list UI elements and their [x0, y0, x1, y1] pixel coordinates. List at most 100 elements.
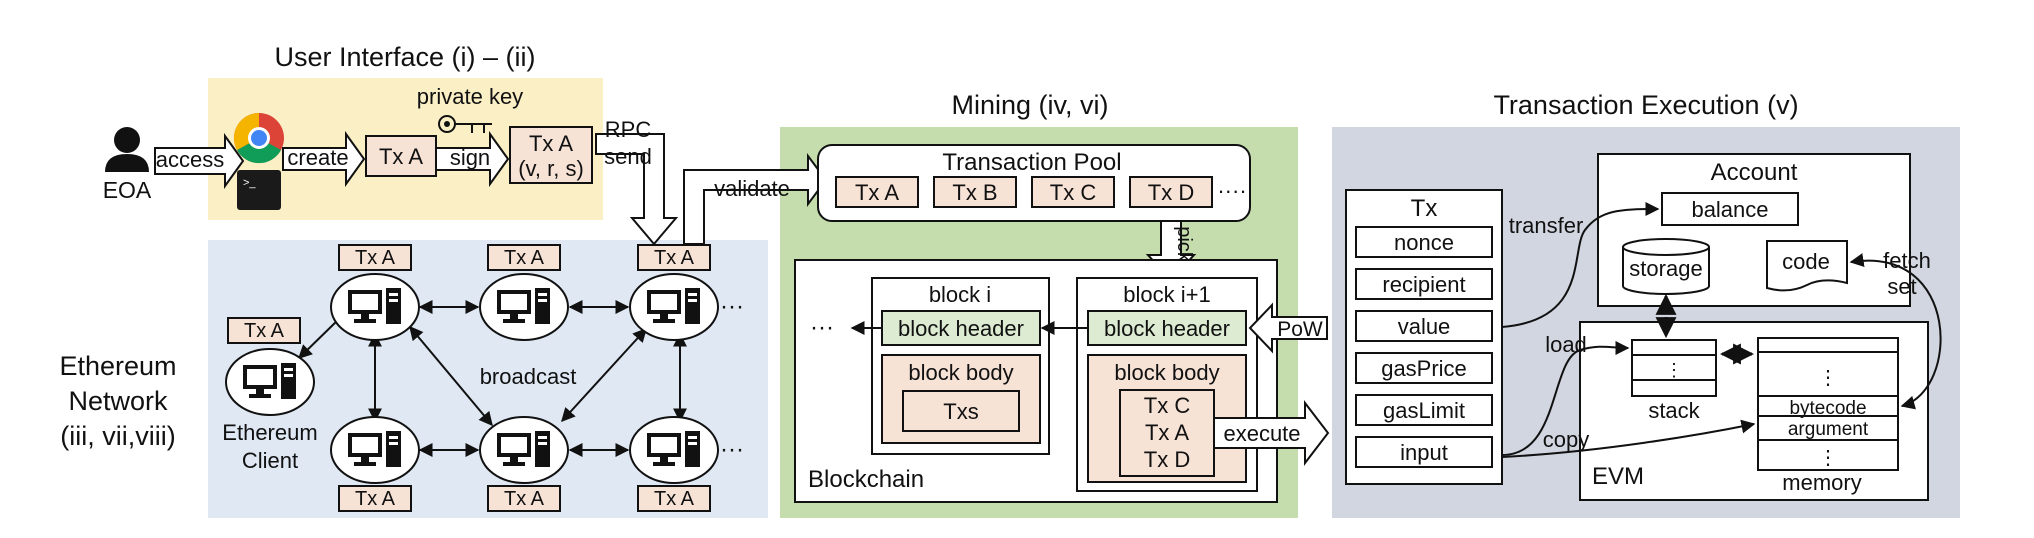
block-i1-txs	[1119, 389, 1215, 477]
block-i-txs-label: Txs	[943, 399, 978, 424]
node-tx-a-box	[487, 244, 561, 271]
browser-icon	[233, 112, 284, 164]
validate-label: validate	[714, 176, 790, 201]
pool-tx-c-label: Tx C	[1050, 180, 1097, 205]
block-i1-header-label: block header	[1104, 316, 1230, 341]
eoa-label: EOA	[103, 177, 152, 203]
account-title: Account	[1711, 159, 1798, 186]
pool-tx-b-label: Tx B	[952, 180, 997, 205]
storage-label: storage	[1629, 256, 1702, 281]
sign-arrow	[435, 130, 510, 188]
network-node: Tx A	[629, 244, 719, 341]
pow-arrow	[1248, 302, 1328, 354]
private-key-label: private key	[417, 84, 523, 109]
computer-icon	[647, 288, 700, 324]
pool-tx-a-label: Tx A	[855, 180, 899, 205]
network-links	[297, 300, 687, 457]
execution-section-title: Transaction Execution (v)	[1493, 90, 1798, 120]
node-tx-a-label: Tx A	[244, 320, 285, 342]
block-i1-body-label: block body	[1114, 360, 1219, 385]
node-tx-a-label: Tx A	[504, 488, 545, 510]
eoa-person-icon	[105, 127, 149, 172]
network-node: Tx A	[479, 244, 569, 341]
pool-more: ····	[1217, 178, 1246, 203]
tx-field-gaslimit-label: gasLimit	[1383, 398, 1465, 423]
chain-previous-ellipsis: ···	[810, 314, 834, 341]
transfer-label: transfer	[1509, 213, 1584, 238]
pool-tx-c	[1031, 176, 1115, 208]
code-box	[1766, 240, 1848, 292]
evm-label: EVM	[1592, 463, 1644, 490]
block-i-title: block i	[929, 282, 991, 307]
block-tx-c: Tx C	[1144, 393, 1191, 418]
computer-icon	[243, 363, 296, 399]
block-i1-header	[1087, 310, 1247, 346]
blockchain-label: Blockchain	[808, 466, 924, 493]
signed-tx-box	[509, 126, 593, 184]
node-tx-a-label: Tx A	[355, 247, 396, 269]
tx-field-gasprice-label: gasPrice	[1381, 356, 1467, 381]
memory-label: memory	[1782, 470, 1861, 495]
bytecode-label: bytecode	[1789, 398, 1866, 419]
pow-label: PoW	[1277, 318, 1323, 341]
fetch-label: fetch	[1883, 248, 1931, 273]
signed-tx-label: Tx A	[529, 131, 573, 156]
access-label: access	[156, 147, 224, 172]
transaction-pool-title: Transaction Pool	[942, 149, 1121, 176]
tx-field-input-box	[1355, 436, 1493, 468]
access-arrow	[154, 132, 245, 190]
signature-label: (v, r, s)	[518, 156, 584, 181]
pick-label: pick	[1173, 226, 1195, 263]
tx-field-gasprice-box	[1355, 352, 1493, 384]
computer-icon	[647, 431, 700, 467]
tx-field-gaslimit-box	[1355, 394, 1493, 426]
pool-tx-d-label: Tx D	[1148, 180, 1194, 205]
block-i-header	[881, 310, 1041, 346]
tx-field-value-label: value	[1398, 314, 1451, 339]
computer-icon	[348, 431, 401, 467]
node-tx-a-label: Tx A	[355, 488, 396, 510]
execute-arrow	[1213, 400, 1330, 466]
tx-field-nonce-box	[1355, 226, 1493, 258]
execute-label: execute	[1223, 421, 1300, 446]
network-node: Tx A	[629, 416, 719, 512]
block-i-txs	[902, 390, 1020, 432]
memory-dots-bottom: ⋮	[1818, 447, 1838, 469]
balance-label: balance	[1691, 197, 1768, 222]
load-label: load	[1545, 332, 1587, 357]
stack-label: stack	[1648, 398, 1700, 423]
block-i-header-label: block header	[898, 316, 1024, 341]
node-tx-a-box	[227, 317, 301, 344]
set-label: set	[1887, 274, 1916, 299]
pool-tx-a	[835, 176, 919, 208]
node-tx-a-box	[637, 244, 711, 271]
node-tx-a-label: Tx A	[654, 488, 695, 510]
block-tx-d: Tx D	[1144, 447, 1190, 472]
network-section-title-line1: Ethereum	[59, 351, 176, 381]
tx-panel-title: Tx	[1411, 195, 1438, 222]
sign-label: sign	[450, 145, 490, 170]
terminal-icon: >_	[237, 170, 281, 210]
network-node: Tx A	[330, 416, 420, 512]
rpc-send-arrow	[595, 133, 679, 246]
send-label: send	[604, 144, 652, 169]
tx-field-input-label: input	[1400, 440, 1448, 465]
load-arrow	[1501, 340, 1630, 456]
create-arrow	[282, 130, 366, 188]
computer-icon	[348, 288, 401, 324]
node-tx-a-box	[637, 485, 711, 512]
computer-icon	[497, 431, 550, 467]
tx-field-recipient-box	[1355, 268, 1493, 300]
balance-box	[1661, 192, 1799, 226]
network-node: Tx A	[225, 317, 315, 416]
fetch-set-arrow	[1849, 253, 1942, 410]
network-section-title-line2: Network	[68, 386, 168, 416]
copy-label: copy	[1543, 427, 1589, 452]
client-label-line1: Ethereum	[222, 420, 317, 445]
transfer-arrow	[1501, 202, 1660, 328]
network-section-title-line3: (iii, vii,viii)	[60, 421, 175, 451]
rpc-label: RPC	[605, 117, 652, 142]
code-label: code	[1782, 249, 1830, 274]
node-tx-a-box	[338, 244, 412, 271]
